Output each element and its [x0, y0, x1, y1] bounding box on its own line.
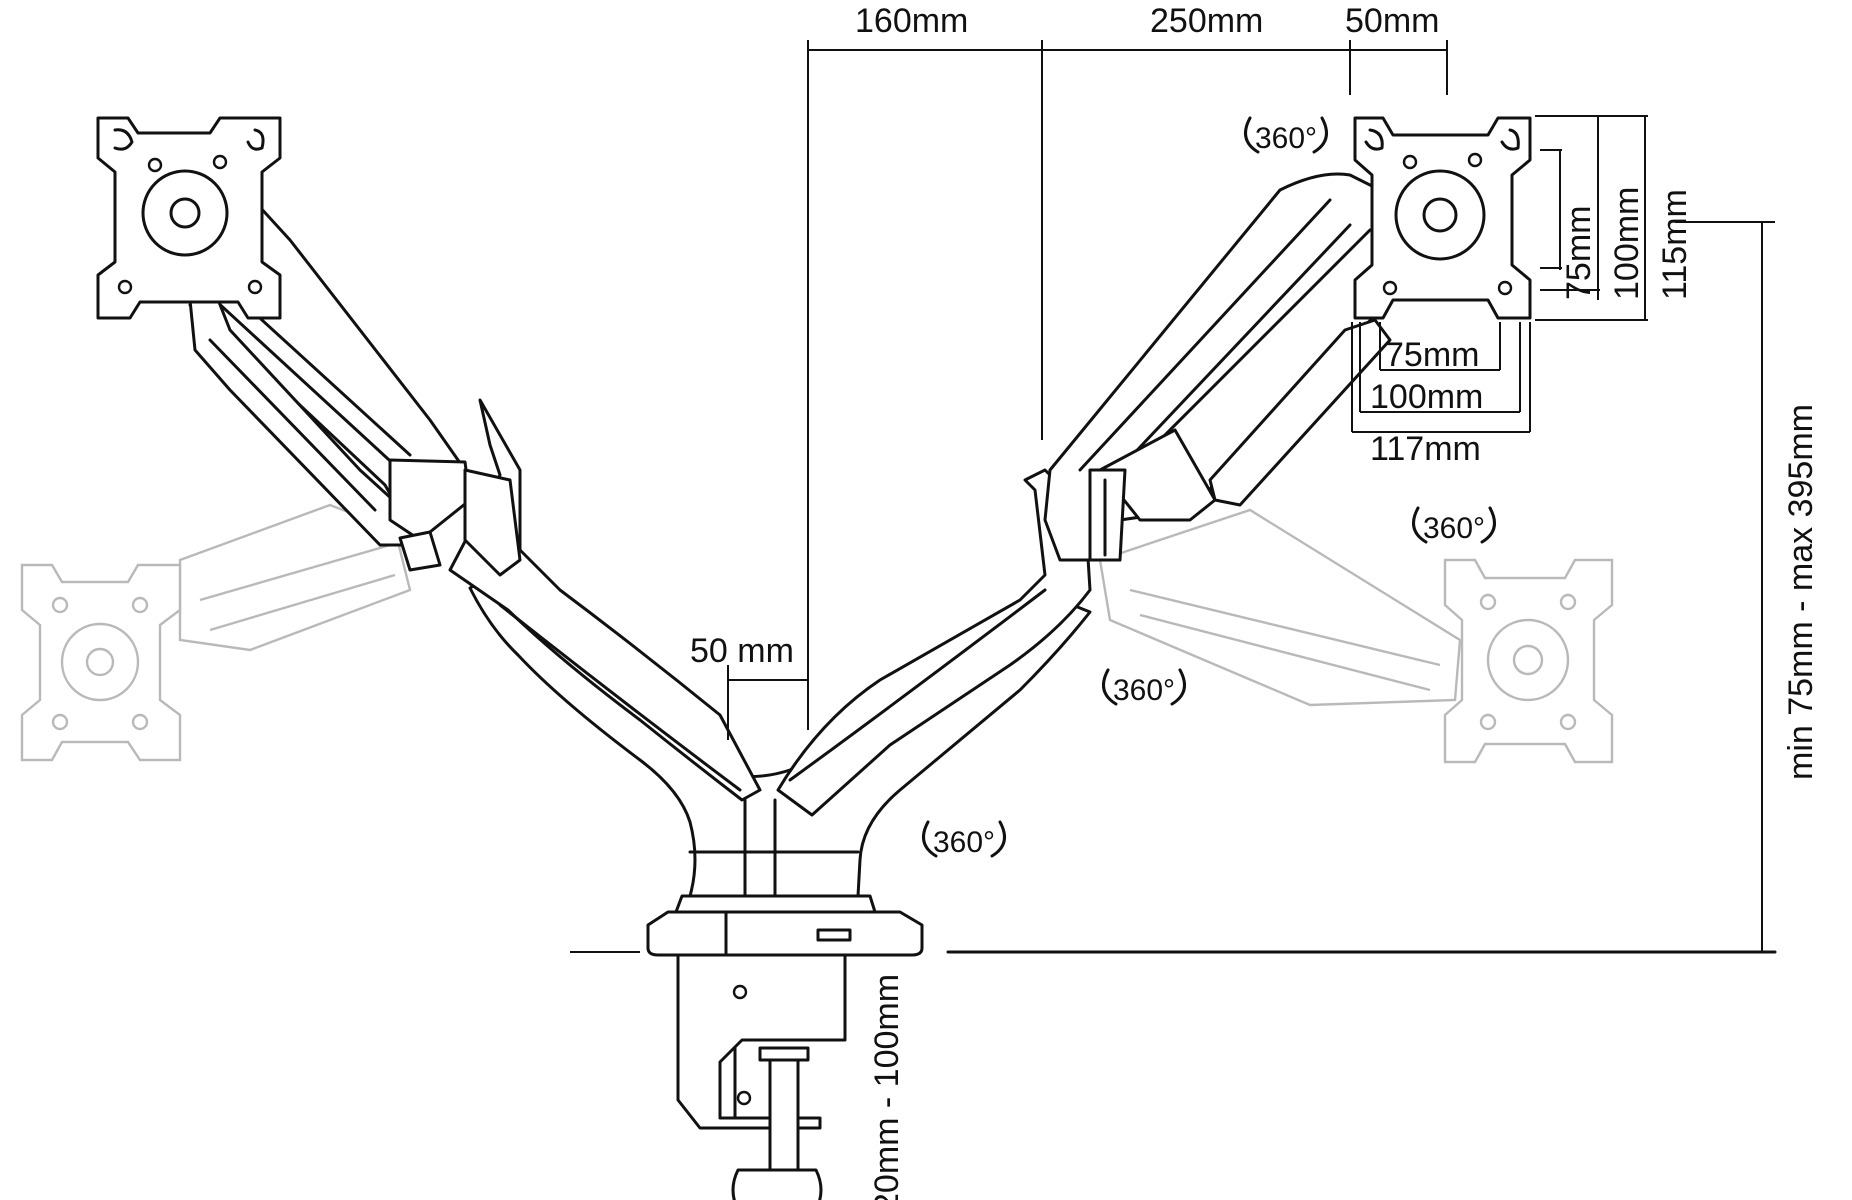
base-plate: [646, 894, 924, 957]
rotation-badge-right: 360°: [1412, 506, 1496, 545]
right-vesa-dimension-lines: [1351, 115, 1648, 433]
central-pole: [468, 568, 1092, 898]
desk-clamp: [676, 953, 847, 1200]
dim-250mm-label: 250mm: [1150, 2, 1263, 40]
left-vesa-plate: [96, 116, 282, 320]
ghost-left-vesa-plate: [20, 563, 182, 762]
left-lower-arm: [448, 398, 762, 802]
right-upper-arm: [1043, 172, 1402, 562]
clamp-range-label: 20mm - 100mm: [868, 974, 906, 1200]
ghost-right-vesa-plate: [1443, 558, 1614, 764]
dim-75mm-horizontal-label: 75mm: [1385, 336, 1479, 374]
rotation-badge-bottom: 360°: [922, 820, 1006, 859]
dim-160mm-label: 160mm: [855, 2, 968, 40]
dim-115mm-vertical-label: 115mm: [1656, 189, 1694, 300]
height-range-label: min 75mm - max 395mm: [1782, 404, 1820, 780]
pole-offset-dimension-line: [727, 665, 808, 740]
right-vesa-plate: [1353, 116, 1532, 320]
dim-50mm-pole-label: 50 mm: [690, 632, 794, 670]
ghost-right-arm: [1098, 508, 1462, 707]
rotation-label: 360°: [933, 826, 995, 859]
dim-100mm-horizontal-label: 100mm: [1370, 378, 1483, 416]
height-dimension-line: [1675, 221, 1775, 952]
dim-100mm-vertical-label: 100mm: [1608, 187, 1646, 300]
rotation-label: 360°: [1255, 122, 1317, 155]
ghost-left-arm: [178, 503, 412, 652]
dim-75mm-vertical-label: 75mm: [1560, 206, 1598, 300]
right-lower-arm: [776, 468, 1092, 817]
rotation-label: 360°: [1113, 674, 1175, 707]
rotation-badge-middle: 360°: [1102, 668, 1186, 707]
rotation-label: 360°: [1423, 512, 1485, 545]
rotation-badge-top-right: 360°: [1244, 116, 1328, 155]
dim-50mm-top-label: 50mm: [1345, 2, 1439, 40]
top-dimension-lines: [807, 40, 1448, 730]
dim-117mm-horizontal-label: 117mm: [1370, 430, 1481, 468]
